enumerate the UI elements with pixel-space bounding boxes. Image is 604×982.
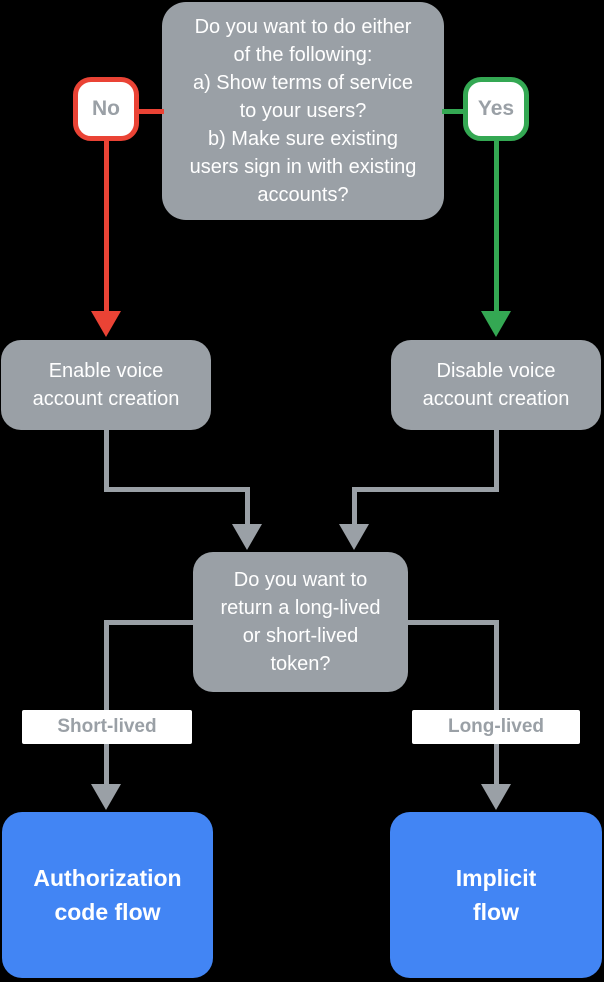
disable-connector-vertical-line (494, 430, 499, 492)
no-badge: No (73, 77, 139, 141)
long-lived-label: Long-lived (412, 710, 580, 744)
arrow-down-icon (91, 311, 121, 337)
disable-voice-account-creation-box: Disable voice account creation (391, 340, 601, 430)
enable-connector-horizontal-line (104, 487, 250, 492)
token-question-box: Do you want to return a long-lived or sh… (193, 552, 408, 692)
no-branch-vertical-line (104, 140, 109, 312)
disable-connector-drop-line (352, 487, 357, 525)
no-branch-horizontal-line (136, 109, 164, 114)
implicit-flow-box: Implicit flow (390, 812, 602, 978)
short-lived-vertical-line (104, 620, 109, 786)
yes-branch-vertical-line (494, 140, 499, 312)
long-lived-horizontal-line (408, 620, 498, 625)
disable-connector-horizontal-line (352, 487, 499, 492)
yes-badge: Yes (463, 77, 529, 141)
top-question-box: Do you want to do either of the followin… (162, 2, 444, 220)
arrow-down-icon (91, 784, 121, 810)
short-lived-horizontal-line (104, 620, 193, 625)
long-lived-vertical-line (494, 620, 499, 786)
authorization-code-flow-box: Authorization code flow (2, 812, 213, 978)
enable-connector-vertical-line (104, 430, 109, 492)
enable-connector-drop-line (245, 487, 250, 525)
arrow-down-icon (339, 524, 369, 550)
yes-branch-horizontal-line (442, 109, 465, 114)
enable-voice-account-creation-box: Enable voice account creation (1, 340, 211, 430)
short-lived-label: Short-lived (22, 710, 192, 744)
arrow-down-icon (481, 311, 511, 337)
arrow-down-icon (232, 524, 262, 550)
arrow-down-icon (481, 784, 511, 810)
